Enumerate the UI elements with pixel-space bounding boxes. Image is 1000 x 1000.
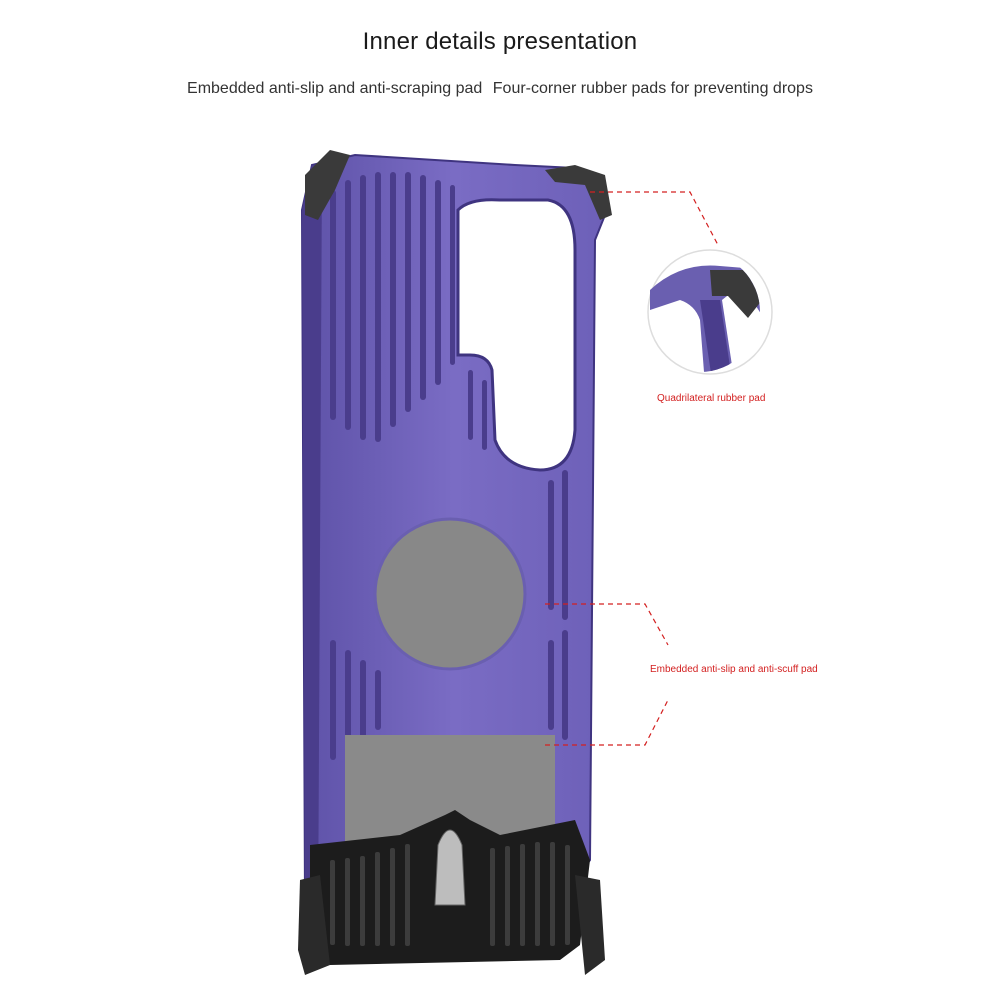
top-left-corner-pad bbox=[305, 150, 350, 220]
anti-slip-pad-label: Embedded anti-slip and anti-scuff pad bbox=[650, 664, 818, 675]
corner-pad-label: Quadrilateral rubber pad bbox=[657, 393, 766, 404]
callout-lines bbox=[545, 191, 719, 746]
page-subtitle: Embedded anti-slip and anti-scraping pad… bbox=[0, 80, 1000, 98]
corner-pad-magnifier bbox=[647, 249, 773, 375]
bottom-rubber-bumper bbox=[298, 810, 605, 975]
top-right-corner-pad bbox=[545, 165, 612, 220]
page-title: Inner details presentation bbox=[362, 28, 638, 55]
round-anti-slip-pad bbox=[373, 517, 527, 671]
subtitle-anti-slip: Embedded anti-slip and anti-scraping pad bbox=[187, 80, 483, 97]
case-ridges bbox=[330, 172, 568, 760]
subtitle-corner-pads: Four-corner rubber pads for preventing d… bbox=[492, 80, 813, 97]
